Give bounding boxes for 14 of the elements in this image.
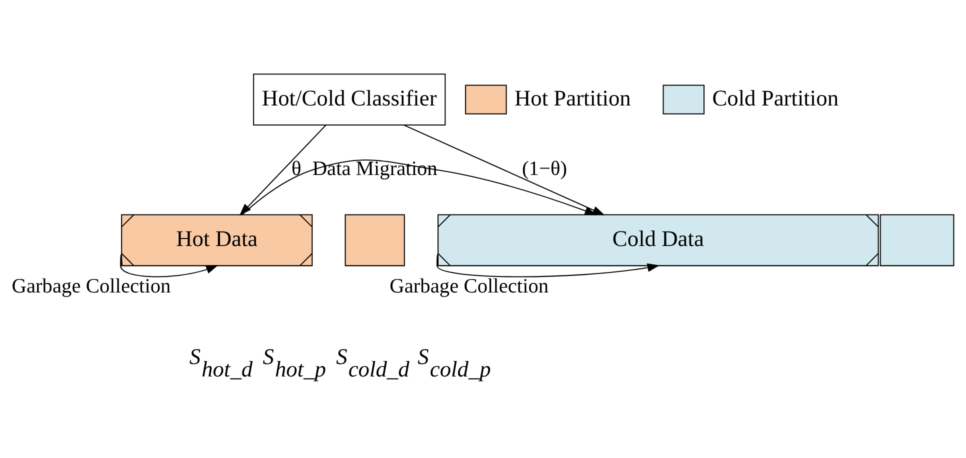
edge-label: Data Migration [312, 157, 438, 180]
edge-label: (1−θ) [522, 157, 568, 180]
legend-label: Hot Partition [514, 84, 631, 110]
legend-label: Cold Partition [712, 84, 839, 110]
node-box: Hot/Cold Classifier [253, 73, 446, 126]
edge-label: Garbage Collection [390, 275, 549, 298]
node-box [880, 214, 954, 266]
edge-label: θ [291, 157, 302, 180]
arrow [242, 159, 597, 215]
edge-label: Garbage Collection [12, 275, 171, 298]
arrow [404, 124, 605, 215]
arrow [436, 254, 660, 277]
arrow [120, 254, 218, 277]
node-box [344, 214, 405, 266]
